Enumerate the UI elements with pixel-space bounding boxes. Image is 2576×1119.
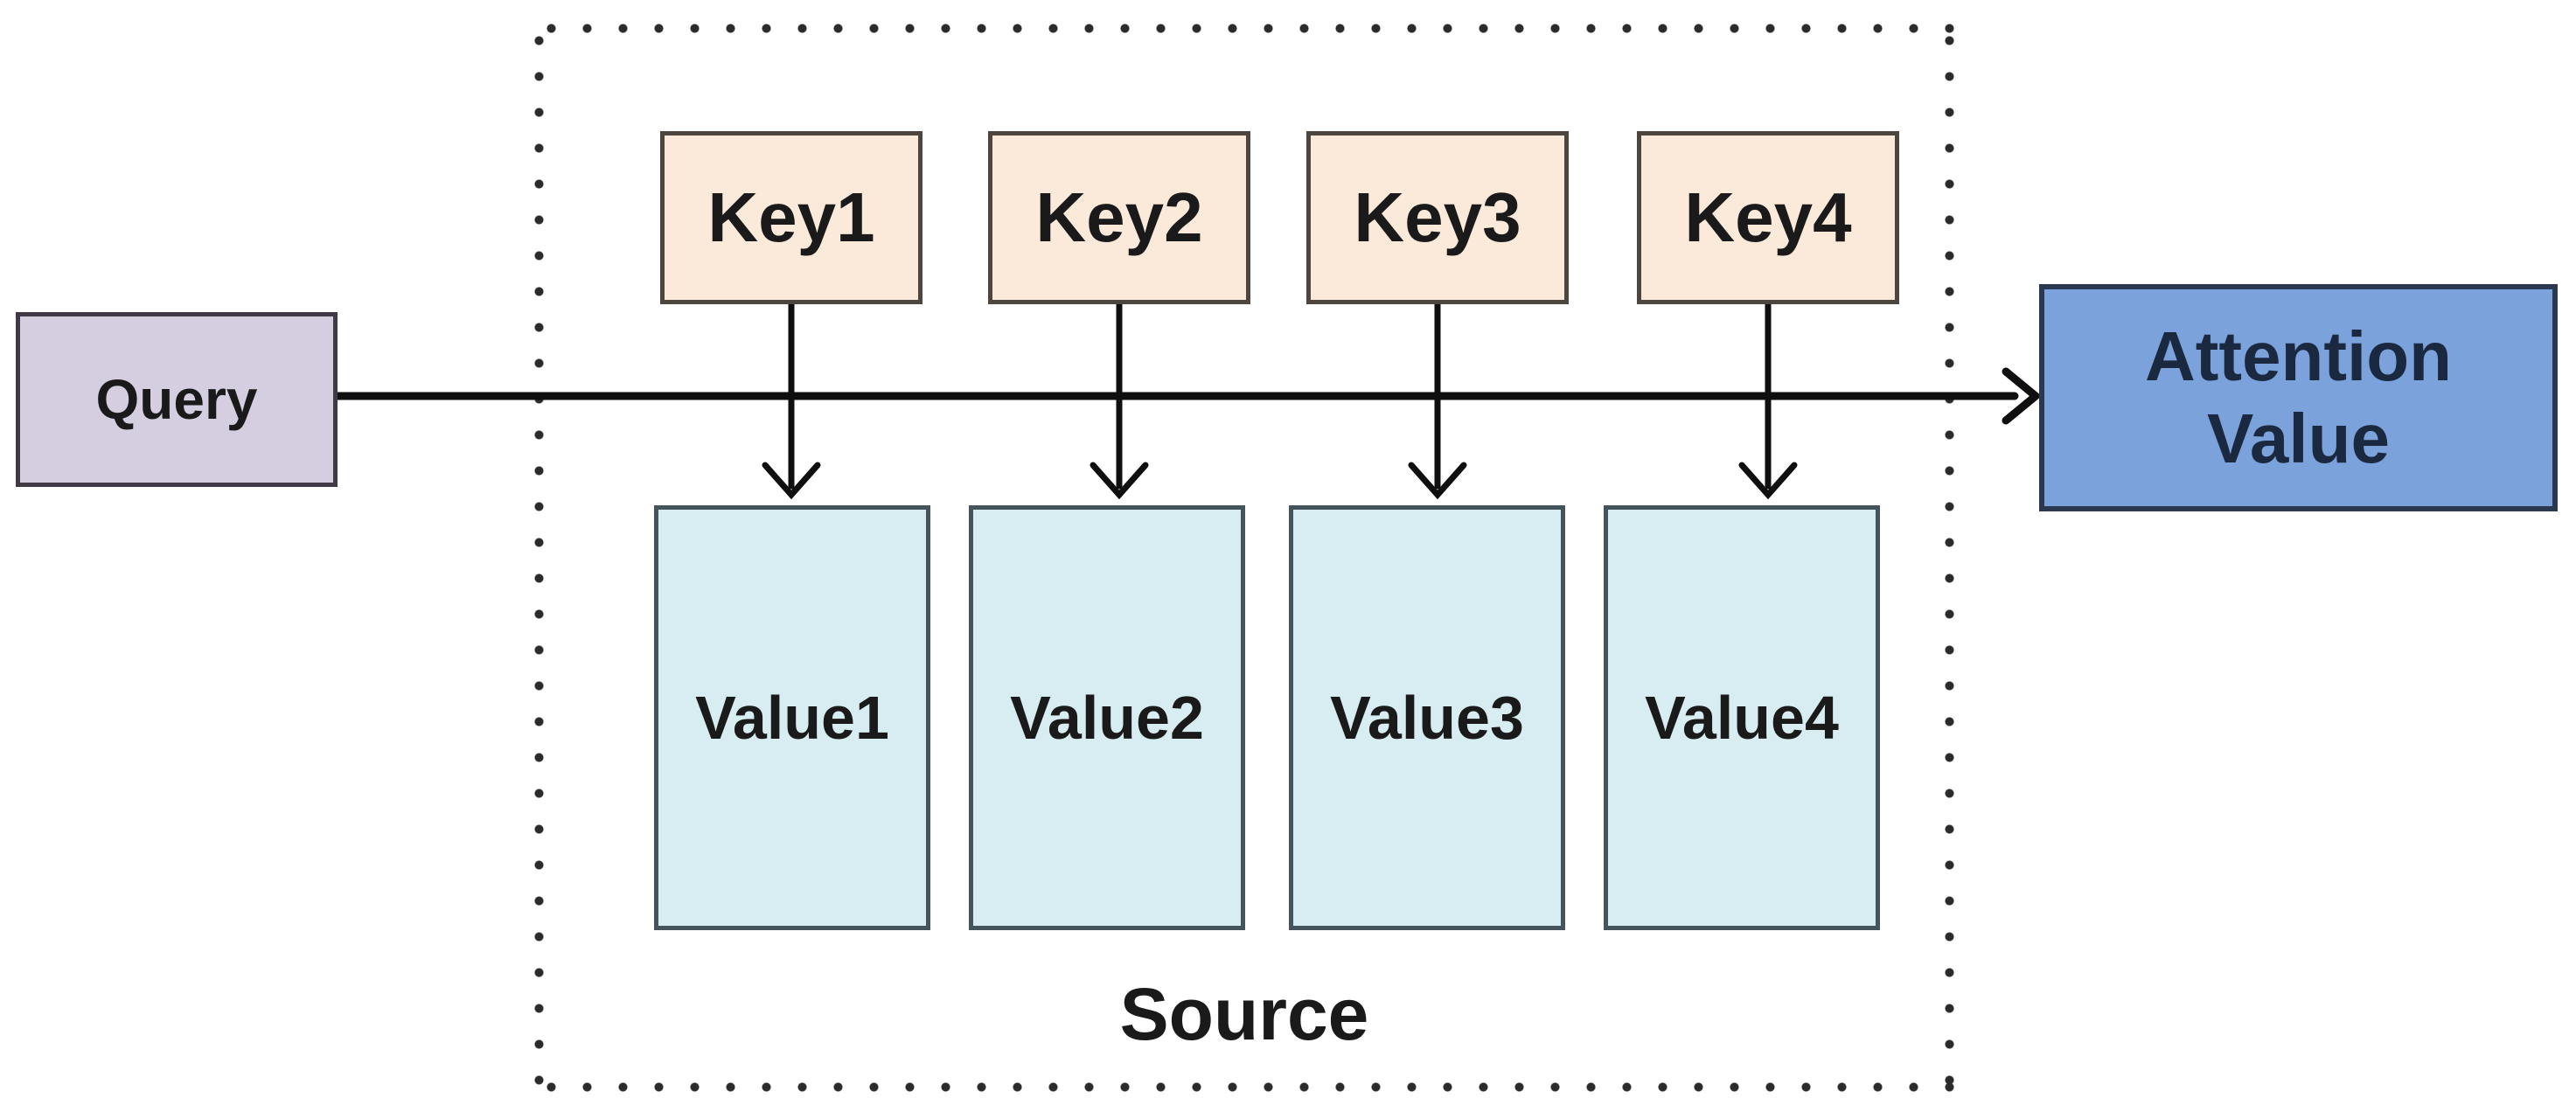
key3-label: Key3 (1354, 178, 1521, 256)
key1-box: Key1 (660, 131, 922, 304)
value4-label: Value4 (1645, 684, 1839, 752)
key4-label: Key4 (1684, 178, 1852, 256)
query-box: Query (16, 312, 338, 487)
value1-box: Value1 (654, 505, 930, 930)
value2-box: Value2 (969, 505, 1245, 930)
value2-label: Value2 (1010, 684, 1204, 752)
key1-label: Key1 (707, 178, 875, 256)
key2-label: Key2 (1035, 178, 1203, 256)
key4-box: Key4 (1637, 131, 1899, 304)
value4-box: Value4 (1604, 505, 1880, 930)
key3-box: Key3 (1306, 131, 1569, 304)
value3-label: Value3 (1330, 684, 1524, 752)
value3-box: Value3 (1289, 505, 1565, 930)
value1-label: Value1 (695, 684, 889, 752)
attention-value-box: Attention Value (2039, 284, 2558, 511)
key2-box: Key2 (988, 131, 1250, 304)
source-group-label: Source (1119, 973, 1369, 1055)
query-label: Query (95, 368, 258, 431)
attention-value-label: Attention Value (2144, 316, 2452, 477)
